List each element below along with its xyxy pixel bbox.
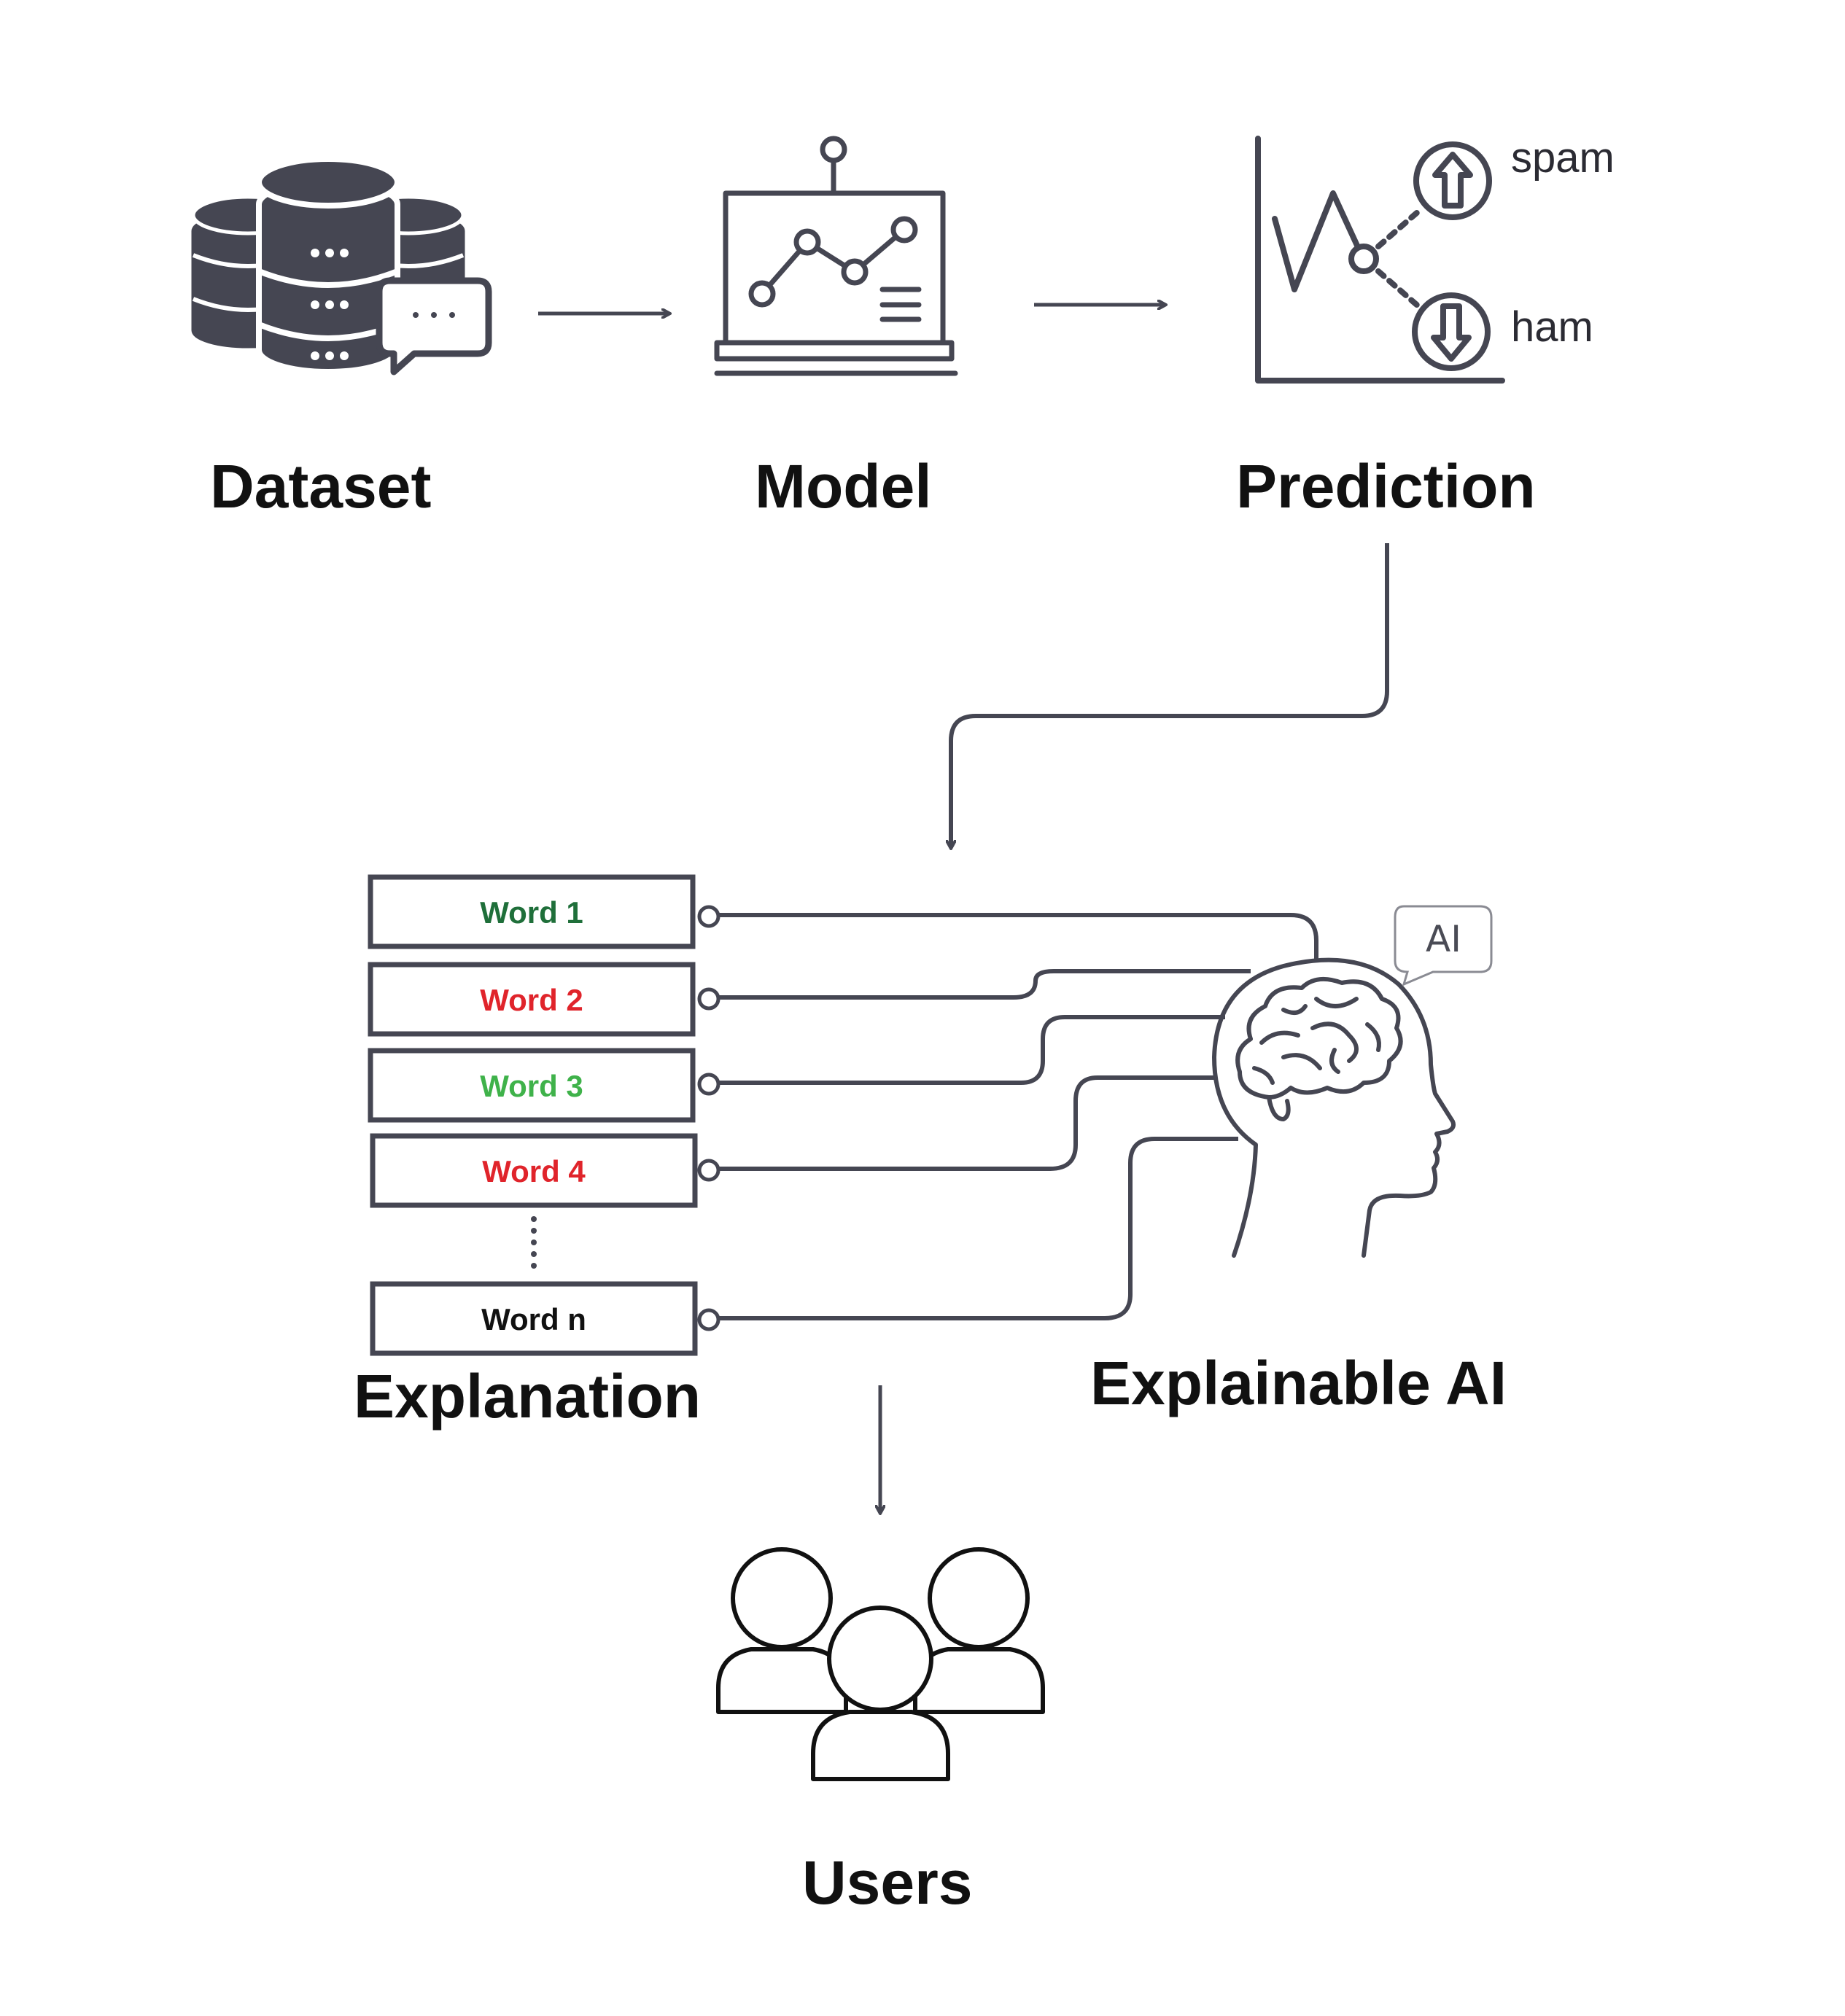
word-connectors	[697, 905, 1318, 1331]
brain-head-icon	[1212, 957, 1456, 1258]
explanation-label: Explanation	[354, 1362, 702, 1431]
word-box-4	[370, 1133, 698, 1208]
ai-badge	[1394, 905, 1493, 986]
word-label-2: Word 2	[480, 983, 583, 1017]
word-label-1: Word 1	[480, 895, 583, 930]
chat-bubble-icon	[376, 277, 492, 375]
model-label: Model	[755, 452, 932, 521]
model-board-icon	[714, 136, 958, 376]
word-label-n: Word n	[481, 1302, 586, 1336]
spam-label: spam	[1511, 134, 1615, 182]
word-box-2	[368, 962, 696, 1037]
word-label-4: Word 4	[482, 1154, 586, 1188]
arrow-prediction-to-explanation	[951, 543, 1389, 848]
explainable-ai-label: Explainable AI	[1090, 1349, 1507, 1417]
word-label-3: Word 3	[480, 1069, 583, 1103]
ellipsis-dots	[531, 1216, 537, 1269]
word-box-3	[368, 1048, 696, 1123]
prediction-label: Prediction	[1236, 452, 1536, 521]
users-label: Users	[802, 1848, 973, 1917]
database-icon	[191, 156, 465, 375]
ham-label: ham	[1511, 303, 1593, 351]
arrow-down-icon	[1412, 292, 1491, 371]
word-box-1	[368, 874, 696, 949]
word-box-n	[370, 1281, 698, 1356]
ai-badge-text: AI	[1426, 918, 1461, 960]
prediction-chart-icon	[1255, 136, 1505, 384]
dataset-label: Dataset	[210, 452, 432, 521]
arrow-up-icon	[1413, 141, 1492, 220]
users-group-icon	[716, 1547, 1045, 1781]
word-boxes	[368, 874, 698, 1356]
